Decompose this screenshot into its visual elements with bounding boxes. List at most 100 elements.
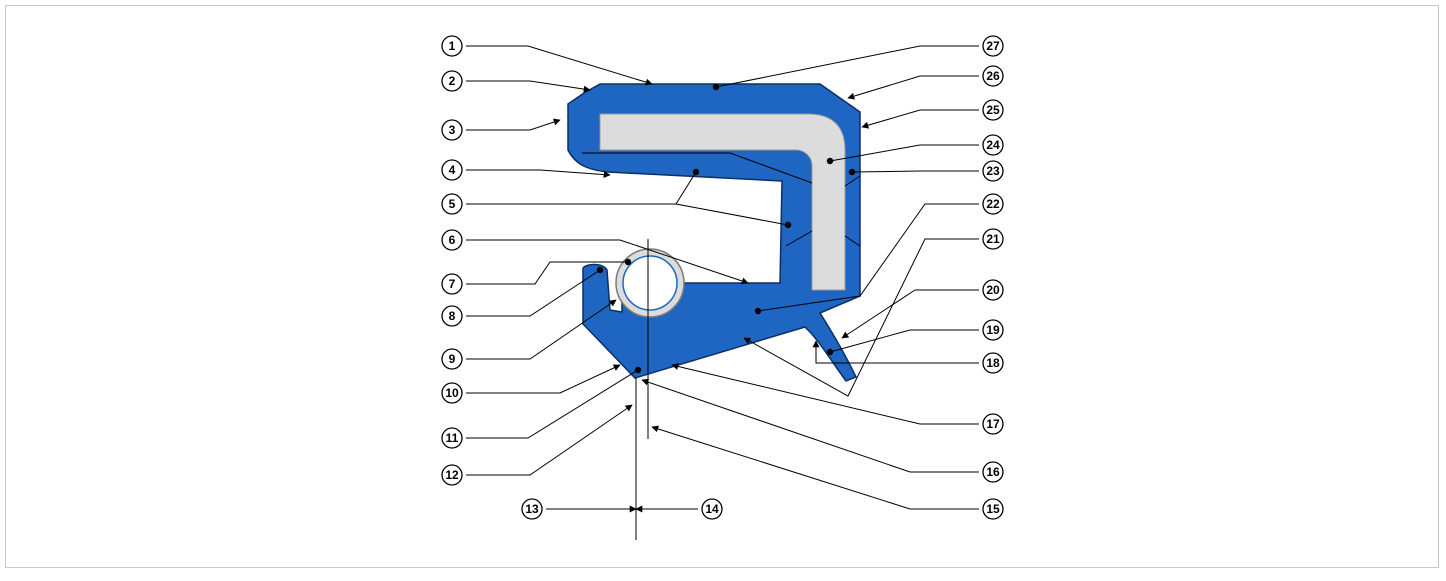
callout-27: 27	[982, 35, 1004, 57]
leader-line-1	[466, 45, 653, 86]
leader-line-19	[812, 340, 979, 364]
callout-circle	[982, 193, 1004, 215]
leader-line-27	[847, 75, 979, 100]
callout-8: 8	[441, 305, 463, 327]
callout-number: 14	[705, 502, 719, 516]
garter-spring-bore	[622, 255, 678, 311]
callout-circle	[441, 35, 463, 57]
callout-circle	[441, 193, 463, 215]
callout-circle	[982, 35, 1004, 57]
callout-number: 20	[986, 283, 1000, 297]
callout-number: 4	[449, 163, 456, 177]
callout-number: 25	[986, 103, 1000, 117]
callout-19: 19	[982, 319, 1004, 341]
callout-circle	[441, 159, 463, 181]
callout-number: 11	[446, 431, 459, 445]
callout-circle	[441, 70, 463, 92]
callout-circle	[441, 119, 463, 141]
leader-dot-9	[596, 266, 604, 274]
leader-line-16	[651, 425, 979, 510]
callout-number: 16	[986, 465, 1000, 479]
callout-circle	[982, 413, 1004, 435]
callout-26: 26	[982, 65, 1004, 87]
callout-number: 9	[449, 352, 456, 366]
leader-line-7	[466, 239, 749, 285]
leader-line-17	[641, 378, 979, 473]
callout-23: 23	[982, 160, 1004, 182]
callout-16: 16	[982, 461, 1004, 483]
callout-1: 1	[441, 35, 463, 57]
callout-number: 21	[986, 232, 1000, 246]
leader-line-6	[675, 203, 789, 226]
callout-number: 3	[449, 123, 456, 137]
callout-25: 25	[982, 99, 1004, 121]
leader-line-24	[851, 170, 979, 173]
leader-line-20	[829, 329, 979, 353]
callout-2: 2	[441, 70, 463, 92]
callout-7: 7	[441, 273, 463, 295]
callout-12: 12	[441, 464, 463, 486]
callout-18: 18	[982, 352, 1004, 374]
leader-line-2	[466, 80, 591, 93]
leader-line-9	[466, 269, 601, 317]
leader-dot-23	[754, 307, 762, 315]
callout-number: 24	[986, 138, 1000, 152]
leader-line-10	[466, 299, 617, 360]
callout-4: 4	[441, 159, 463, 181]
callout-circle	[982, 352, 1004, 374]
callout-24: 24	[982, 134, 1004, 156]
callout-5: 5	[441, 193, 463, 215]
leader-dot-25	[826, 157, 834, 165]
leader-line-4	[466, 169, 611, 179]
leader-dot-12	[634, 366, 642, 374]
callout-number: 17	[986, 417, 1000, 431]
leader-dots	[596, 83, 856, 374]
leader-dot-6	[784, 221, 792, 229]
callout-number: 19	[986, 323, 1000, 337]
leader-line-26	[861, 109, 979, 129]
callout-number: 1	[449, 39, 456, 53]
callout-number: 27	[986, 39, 1000, 53]
callout-circle	[441, 305, 463, 327]
callout-circle	[441, 273, 463, 295]
callout-number: 6	[449, 233, 456, 247]
leader-line-8	[466, 261, 628, 285]
callout-circle	[982, 160, 1004, 182]
leader-line-13	[466, 404, 633, 476]
callout-10: 10	[441, 382, 463, 404]
callout-number: 7	[449, 277, 456, 291]
leader-line-3	[466, 118, 561, 131]
metal-insert	[599, 113, 846, 291]
callout-circle	[982, 461, 1004, 483]
callout-circle	[441, 427, 463, 449]
callout-number: 8	[449, 309, 456, 323]
callout-circle	[441, 229, 463, 251]
callout-number: 22	[986, 197, 1000, 211]
callout-3: 3	[441, 119, 463, 141]
callout-circle	[441, 464, 463, 486]
callout-circle	[701, 498, 723, 520]
callout-14: 14	[701, 498, 723, 520]
callout-number: 26	[986, 69, 1000, 83]
callout-22: 22	[982, 193, 1004, 215]
callout-circle	[441, 348, 463, 370]
leader-line-22	[743, 238, 979, 397]
leader-lines	[466, 45, 979, 513]
callout-20: 20	[982, 279, 1004, 301]
callout-number: 18	[986, 356, 1000, 370]
leader-line-11	[466, 364, 621, 394]
leader-line-23	[757, 203, 979, 312]
callout-circle	[521, 498, 543, 520]
leader-line-12	[466, 369, 639, 439]
callout-circle	[982, 228, 1004, 250]
callout-9: 9	[441, 348, 463, 370]
callout-number: 10	[445, 386, 459, 400]
callout-number: 23	[986, 164, 1000, 178]
callout-circle	[982, 319, 1004, 341]
leader-line-25	[829, 144, 979, 162]
leader-dot-28	[712, 83, 720, 91]
leader-dot-20	[826, 348, 834, 356]
callout-circle	[982, 134, 1004, 156]
